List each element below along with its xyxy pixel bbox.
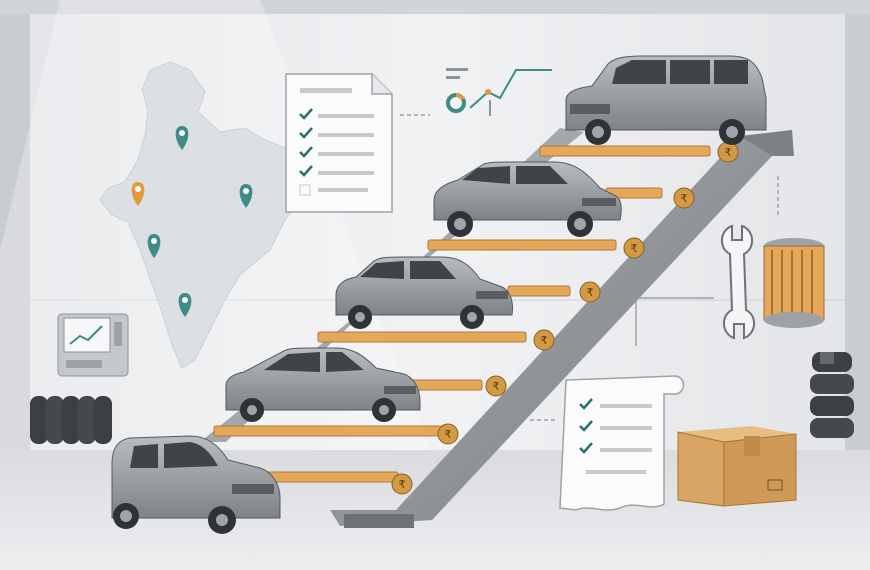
- rupee-coin-icon: [623, 237, 645, 259]
- stair-step: [539, 145, 711, 157]
- rupee-coin-icon: [533, 329, 555, 351]
- car-mpv: [565, 55, 767, 145]
- car-sedan: [225, 347, 421, 422]
- car-compact-suv: [335, 256, 513, 329]
- rupee-symbol: ₹: [725, 146, 732, 159]
- wrench-icon: [721, 224, 755, 340]
- rupee-coin-icon: [437, 423, 459, 445]
- checklist-document-icon: [285, 73, 393, 213]
- rupee-coins: ₹ ₹ ₹ ₹ ₹ ₹ ₹ ₹: [391, 141, 739, 495]
- rupee-coin-icon: [673, 187, 695, 209]
- stair-step: [317, 331, 527, 343]
- rupee-symbol: ₹: [399, 478, 406, 491]
- ceiling-beam: [0, 0, 870, 14]
- oil-filter-icon: [763, 238, 825, 328]
- car-midsize-suv: [433, 161, 622, 237]
- stair-main-beam: [330, 136, 772, 526]
- left-pillar: [0, 0, 30, 450]
- rupee-symbol: ₹: [445, 428, 452, 441]
- location-pin-icon: [131, 182, 145, 206]
- receipt-checklist-icon: [559, 375, 685, 511]
- stair-step: [261, 471, 399, 483]
- car-hatchback: [111, 435, 281, 534]
- location-pin-icon: [178, 293, 192, 317]
- rupee-coin-icon: [485, 375, 507, 397]
- cardboard-box-icon: [677, 426, 797, 507]
- location-pin-icon: [147, 234, 161, 258]
- india-map: [99, 61, 331, 369]
- line-chart-icon: [446, 68, 552, 116]
- rupee-coin-icon: [391, 473, 413, 495]
- stair-step: [213, 425, 443, 437]
- rupee-symbol: ₹: [681, 192, 688, 205]
- stair-steps: [213, 145, 711, 483]
- rupee-symbol: ₹: [587, 286, 594, 299]
- location-pin-icon: [175, 126, 189, 150]
- rupee-symbol: ₹: [541, 334, 548, 347]
- location-pin-icon: [239, 184, 253, 208]
- rupee-symbol: ₹: [631, 242, 638, 255]
- rupee-coin-icon: [579, 281, 601, 303]
- diagnostic-monitor-icon: [57, 313, 129, 377]
- stair-step: [427, 239, 617, 251]
- rupee-symbol: ₹: [493, 380, 500, 393]
- tire-stack-icon: [30, 396, 112, 444]
- stair-step: [507, 285, 571, 297]
- tire-stack-icon: [810, 352, 854, 438]
